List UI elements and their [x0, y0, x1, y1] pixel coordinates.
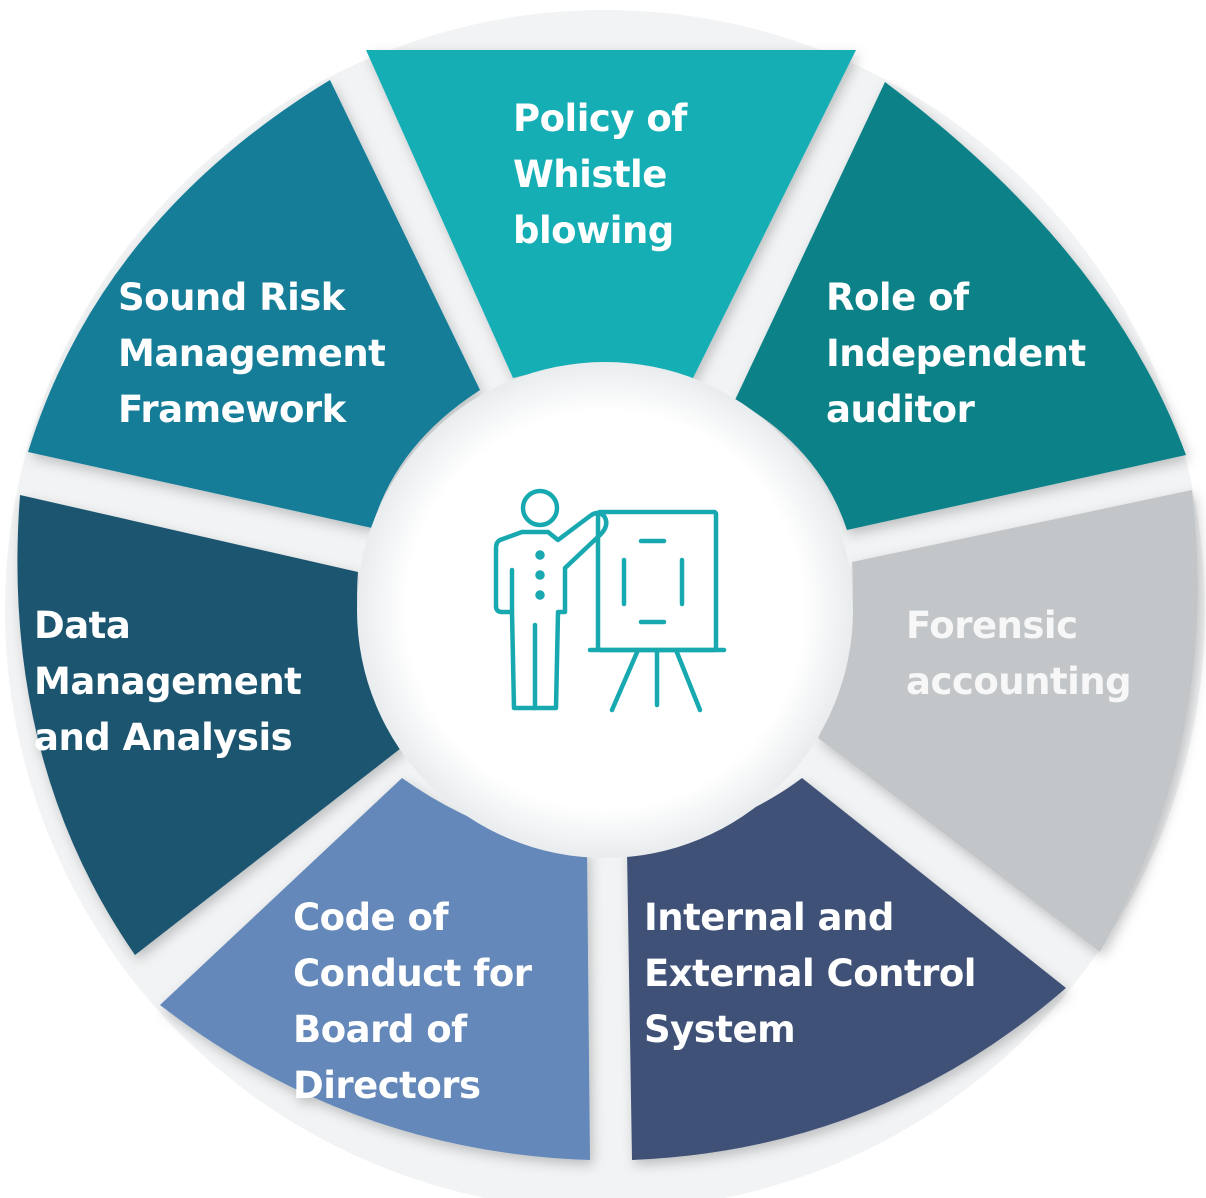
- label-line: Forensic: [906, 604, 1078, 647]
- presenter-at-board-icon: [493, 488, 727, 713]
- label-line: Independent: [826, 332, 1086, 375]
- segment-shape-auditor: [735, 82, 1186, 530]
- label-line: Whistle: [513, 153, 667, 196]
- label-line: Code of: [293, 896, 449, 939]
- segment-shape-control: [627, 778, 1066, 1160]
- label-line: Role of: [826, 276, 970, 319]
- segment-shape-whistle: [366, 50, 856, 380]
- segment-label-conduct: Code of Conduct for Board of Directors: [293, 896, 544, 1107]
- label-line: and Analysis: [34, 716, 292, 759]
- segment-shape-conduct: [160, 778, 590, 1160]
- segment-control: Internal and External Control System: [627, 778, 1066, 1160]
- label-line: Conduct for: [293, 952, 533, 995]
- label-line: auditor: [826, 388, 976, 431]
- label-line: Management: [118, 332, 385, 375]
- label-line: accounting: [906, 660, 1131, 703]
- center-hub: [357, 362, 853, 858]
- segment-label-risk: Sound Risk Management Framework: [118, 276, 398, 431]
- segment-label-data: Data Management and Analysis: [34, 604, 314, 759]
- segment-risk: Sound Risk Management Framework: [28, 80, 480, 528]
- label-line: Board of: [293, 1008, 468, 1051]
- label-line: Policy of: [513, 97, 688, 140]
- label-line: Sound Risk: [118, 276, 347, 319]
- label-line: System: [644, 1008, 795, 1051]
- label-line: blowing: [513, 209, 674, 252]
- segment-auditor: Role of Independent auditor: [735, 82, 1186, 530]
- label-line: Directors: [293, 1064, 481, 1107]
- label-line: Management: [34, 660, 301, 703]
- segment-label-auditor: Role of Independent auditor: [826, 276, 1098, 431]
- segment-label-control: Internal and External Control System: [644, 896, 988, 1051]
- segment-whistle: Policy of Whistle blowing: [366, 50, 856, 380]
- segment-label-forensic: Forensic accounting: [906, 604, 1131, 703]
- segment-conduct: Code of Conduct for Board of Directors: [160, 778, 590, 1160]
- label-line: Framework: [118, 388, 348, 431]
- segment-forensic: Forensic accounting: [818, 490, 1198, 952]
- segment-data: Data Management and Analysis: [17, 495, 405, 955]
- label-line: Data: [34, 604, 130, 647]
- segment-shape-data: [17, 495, 405, 955]
- label-line: External Control: [644, 952, 976, 995]
- segment-label-whistle: Policy of Whistle blowing: [513, 97, 699, 252]
- segment-shape-risk: [28, 80, 480, 528]
- segment-shape-forensic: [818, 490, 1198, 952]
- label-line: Internal and: [644, 896, 894, 939]
